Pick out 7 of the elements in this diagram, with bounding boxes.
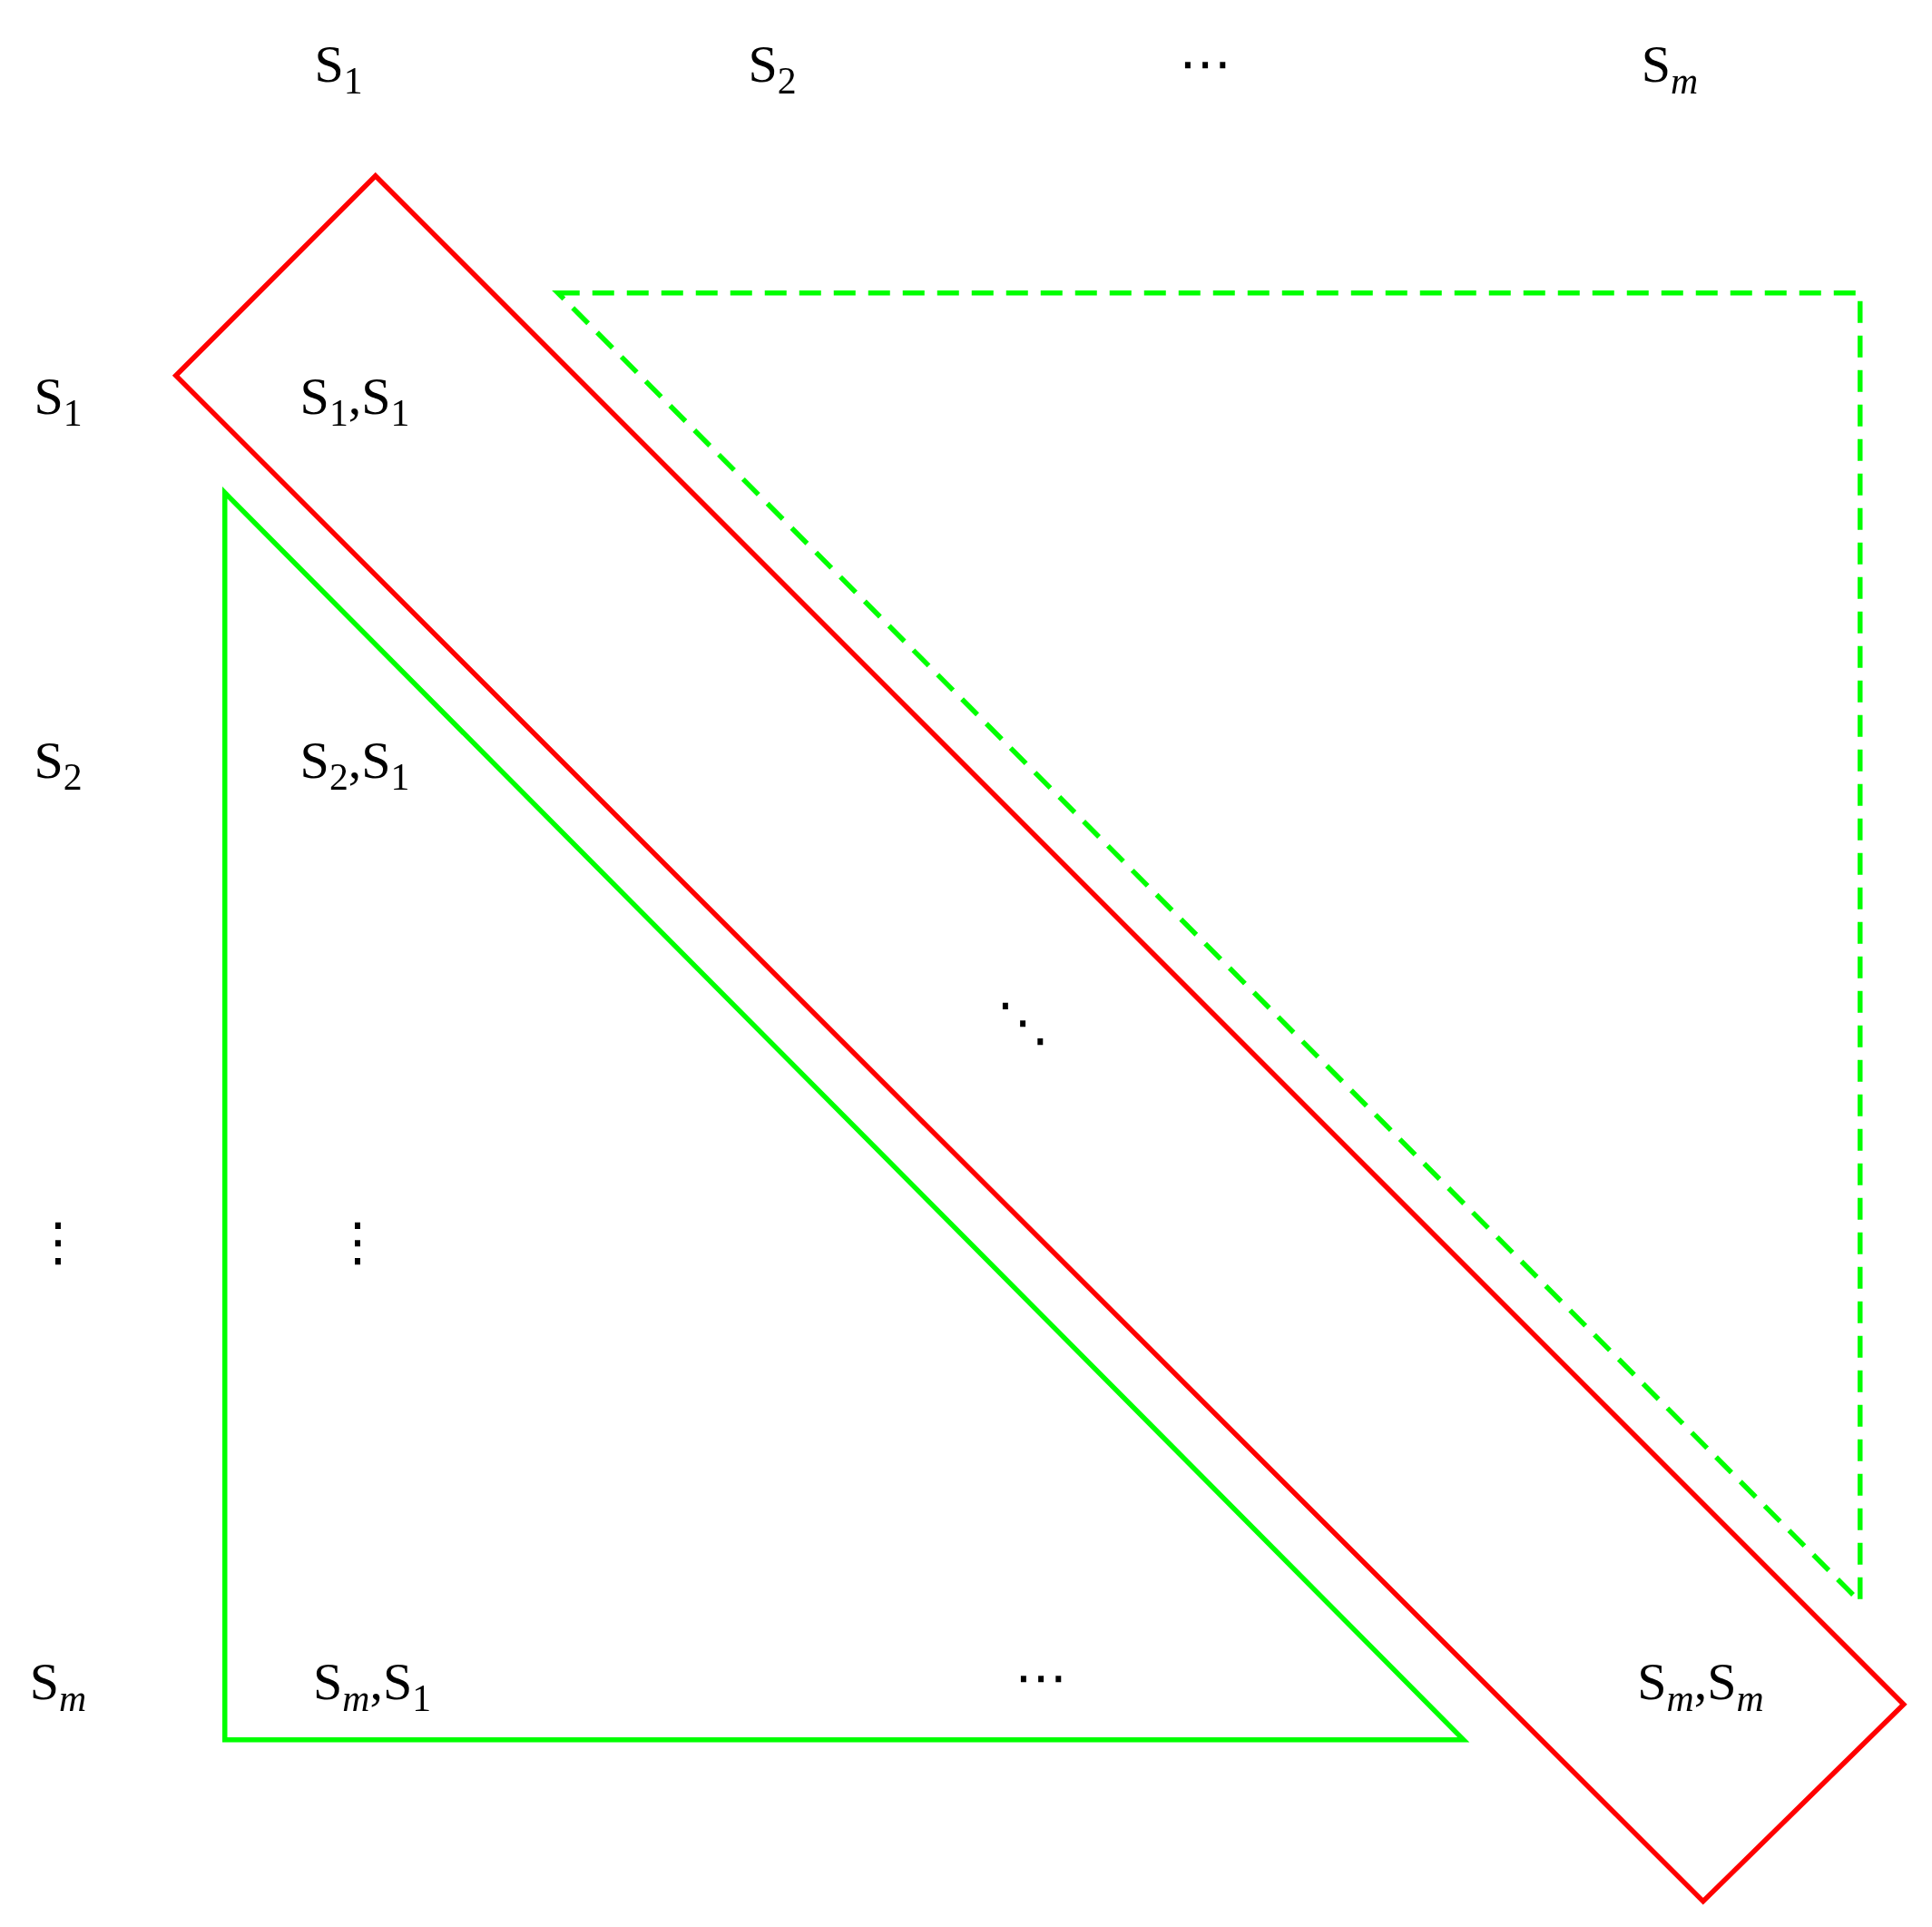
ellipsis: ⋮	[32, 1216, 84, 1269]
triangle	[221, 489, 1467, 1744]
ellipsis: ⋱	[996, 997, 1049, 1049]
ellipsis: ⋯	[1179, 38, 1231, 91]
diagonal-band	[172, 172, 1907, 1905]
ellipsis: ⋯	[1015, 1652, 1067, 1705]
ellipsis: ⋮	[331, 1216, 384, 1269]
